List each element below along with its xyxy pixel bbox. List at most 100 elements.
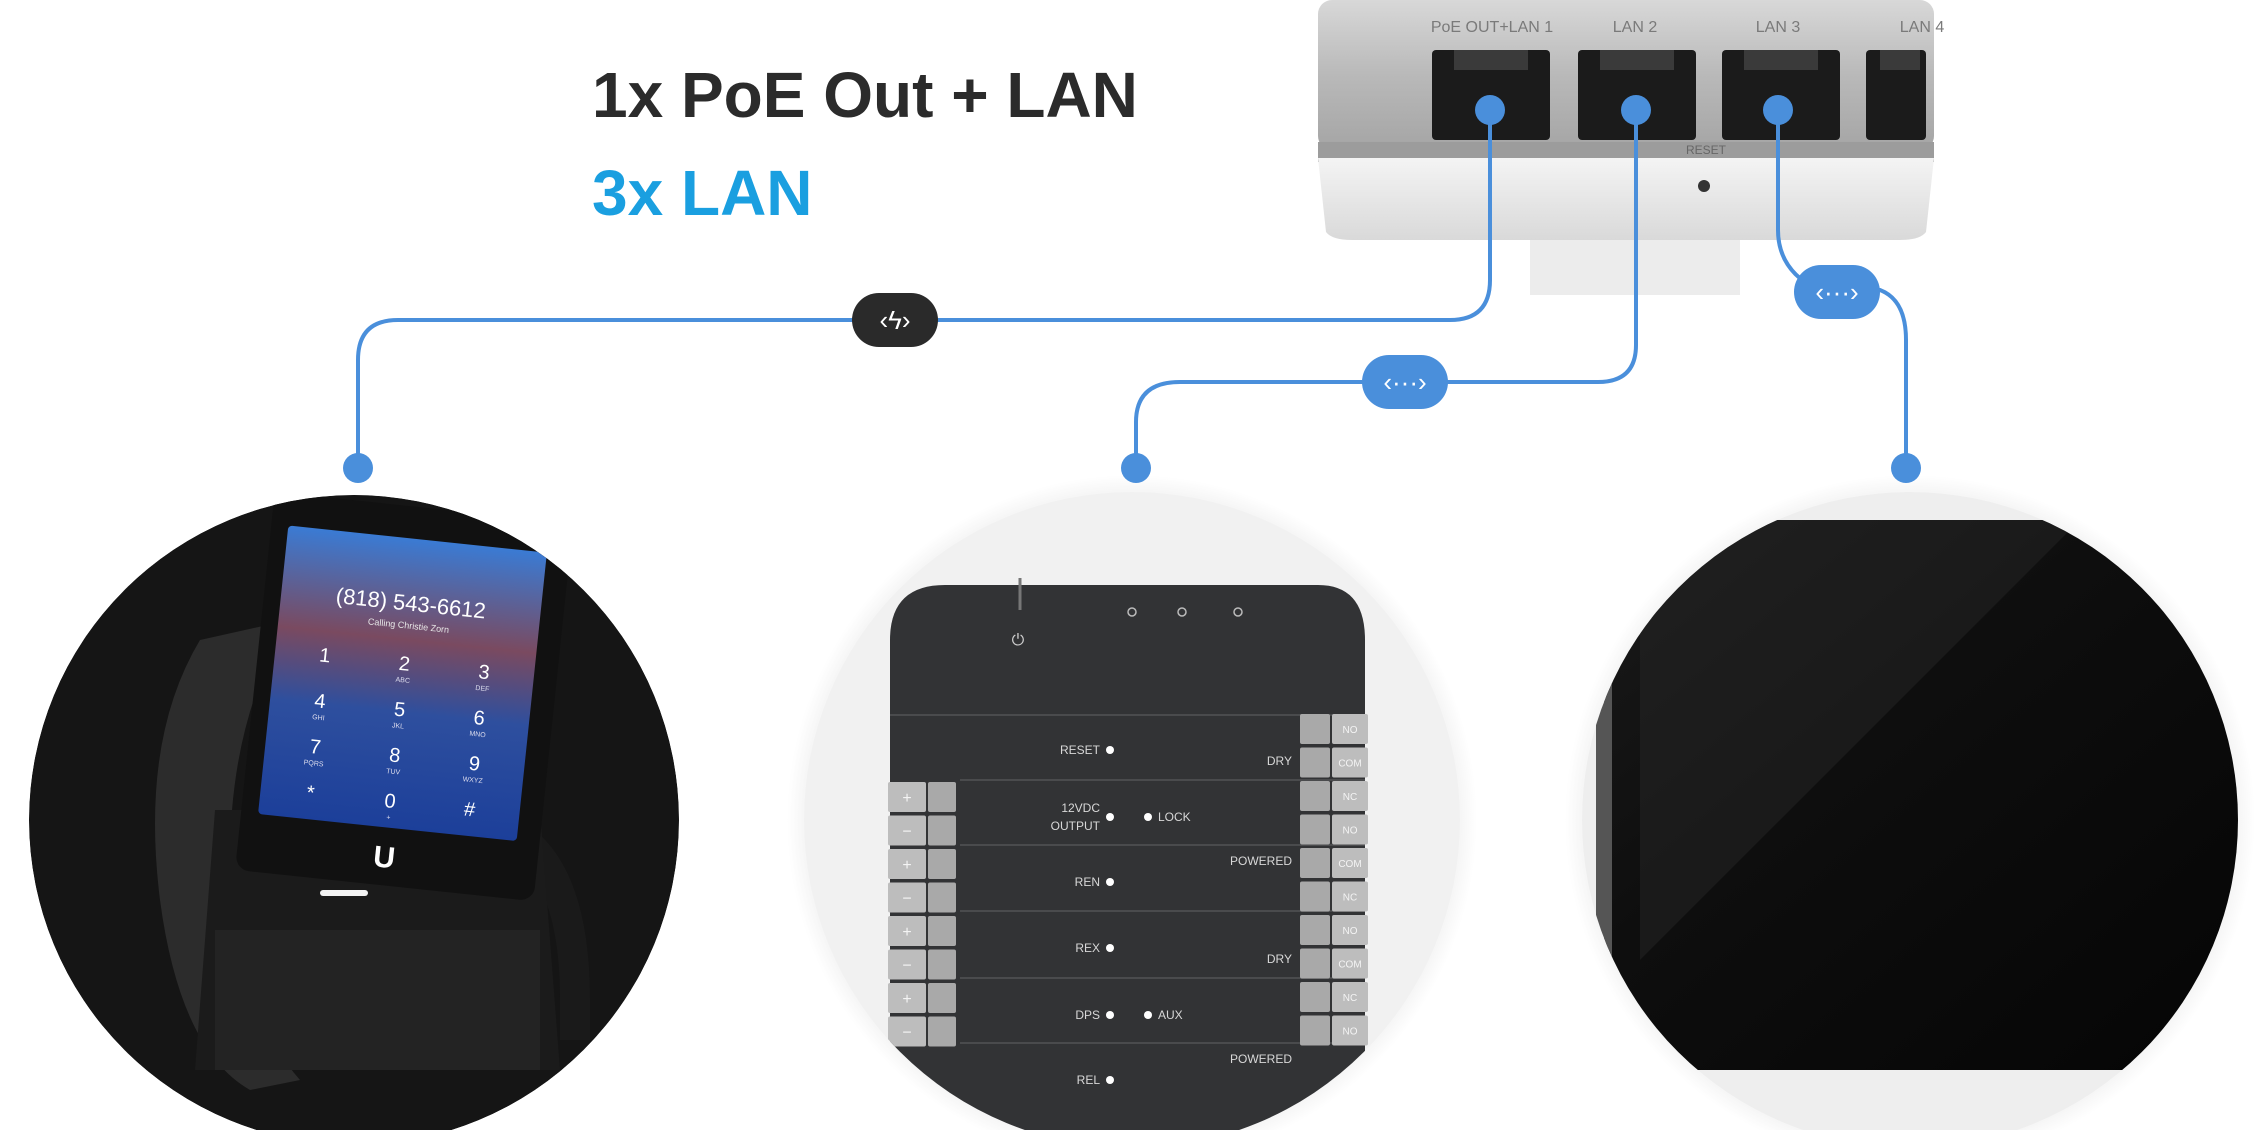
terminal-screw [1300, 1015, 1330, 1046]
keypad-subkey: DEF [475, 685, 490, 693]
terminal-block [1332, 982, 1368, 1012]
terminal-block [888, 782, 926, 812]
terminal-label: − [902, 958, 911, 975]
switch-port-3[interactable]: LAN 3 [1722, 19, 1840, 140]
terminal-block [888, 916, 926, 946]
keypad-subkey: JKL [392, 722, 405, 730]
keypad-key[interactable]: 1 [318, 645, 331, 668]
keypad-key[interactable]: 0 [383, 790, 396, 813]
terminal-block [1332, 781, 1368, 811]
port-label-1: PoE OUT+LAN 1 [1431, 19, 1553, 36]
svg-text:‹···›: ‹···› [1815, 277, 1858, 307]
keypad-subkey: WXYZ [462, 776, 484, 785]
keypad-subkey: GHI [312, 714, 325, 722]
phone-led [320, 890, 368, 896]
controller-mid-label: LOCK [1158, 810, 1191, 824]
terminal-block [1332, 747, 1368, 778]
status-led-2 [1177, 607, 1187, 617]
controller-right-label: POWERED [1230, 854, 1292, 868]
port-2-dot [1621, 95, 1651, 125]
power-icon: ⏻ [1012, 632, 1025, 649]
keypad-subkey: ABC [395, 677, 410, 685]
controller-left-label: OUTPUT [1051, 819, 1101, 833]
poe-link-icon: ‹ϟ› [852, 293, 938, 347]
keypad-key[interactable]: 4 [313, 690, 326, 713]
terminal-screw [1300, 781, 1330, 811]
terminal-screw [928, 882, 956, 913]
terminal-screw [1300, 747, 1330, 778]
tv-dot [1891, 453, 1921, 483]
terminal-block [888, 815, 926, 846]
terminal-label: − [902, 1025, 911, 1042]
controller-panel [890, 585, 1365, 1130]
controller-left-label: REN [1075, 875, 1100, 889]
terminal-label: + [902, 857, 911, 874]
controller-right-label: DRY [1267, 952, 1292, 966]
switch-port-1[interactable]: PoE OUT+LAN 1 [1431, 19, 1553, 140]
terminal-label: − [902, 891, 911, 908]
switch-port-2[interactable]: LAN 2 [1578, 19, 1696, 140]
port-label-2: LAN 2 [1613, 19, 1658, 36]
controller-scene: ⏻ RESET12VDCOUTPUTRENREXDPSRELLOCKAUXDRY… [804, 492, 1460, 1130]
terminal-screw [928, 983, 956, 1013]
terminal-screw [1300, 881, 1330, 912]
terminal-block [1332, 714, 1368, 744]
reset-label: RESET [1686, 143, 1727, 157]
poe-headline: 1x PoE Out + LAN [592, 59, 1138, 131]
controller-left-label: 12VDC [1061, 801, 1100, 815]
terminal-screw [1300, 814, 1330, 845]
terminal-screw [928, 815, 956, 846]
terminal-dot [1106, 878, 1114, 886]
terminal-dot [1144, 813, 1152, 821]
terminal-label: COM [1338, 859, 1361, 870]
terminal-label: NC [1343, 792, 1357, 803]
terminal-block [888, 1016, 926, 1047]
port-label-3: LAN 3 [1756, 19, 1801, 36]
terminal-screw [1300, 714, 1330, 744]
keypad-key[interactable]: 5 [393, 699, 406, 722]
controller-mid-label: AUX [1158, 1008, 1183, 1022]
terminal-screw [928, 916, 956, 946]
keypad-key[interactable]: * [305, 782, 315, 805]
terminal-screw [928, 782, 956, 812]
terminal-dot [1106, 746, 1114, 754]
keypad-key[interactable]: 6 [473, 707, 486, 730]
keypad-key[interactable]: 7 [309, 736, 322, 759]
reset-pinhole [1698, 180, 1710, 192]
tv-stand [1590, 1070, 1618, 1112]
controller-left-label: RESET [1060, 743, 1101, 757]
keypad-key[interactable]: 8 [388, 744, 401, 767]
keypad-subkey: TUV [386, 768, 401, 776]
terminal-screw [1300, 982, 1330, 1012]
controller-left-label: REX [1075, 941, 1100, 955]
controller-right-label: POWERED [1230, 1052, 1292, 1066]
terminal-label: COM [1338, 960, 1361, 971]
switch-port-4[interactable]: LAN 4 [1866, 19, 1944, 140]
terminal-dot [1106, 1076, 1114, 1084]
terminal-label: + [902, 991, 911, 1008]
terminal-label: COM [1338, 759, 1361, 770]
terminal-label: NO [1343, 926, 1358, 937]
keypad-key[interactable]: 9 [468, 753, 481, 776]
terminal-dot [1106, 813, 1114, 821]
terminal-block [1332, 881, 1368, 912]
keypad-subkey: MNO [469, 731, 487, 740]
lan-link-icon: ‹···› [1362, 355, 1448, 409]
terminal-block [888, 983, 926, 1013]
terminal-label: NO [1343, 826, 1358, 837]
port-1-dot [1475, 95, 1505, 125]
keypad-key[interactable]: 3 [477, 661, 490, 684]
switch-base [1318, 158, 1934, 240]
terminal-screw [1300, 848, 1330, 878]
terminal-dot [1144, 1011, 1152, 1019]
port-3-dot [1763, 95, 1793, 125]
terminal-screw [928, 949, 956, 980]
terminal-block [888, 882, 926, 913]
keypad-key[interactable]: # [463, 798, 477, 821]
switch-device: RESET PoE OUT+LAN 1 LAN 2 LAN 3 LAN 4 [1318, 0, 1944, 295]
svg-text:‹···›: ‹···› [1383, 367, 1426, 397]
terminal-block [888, 949, 926, 980]
keypad-key[interactable]: 2 [398, 653, 411, 676]
port-label-4: LAN 4 [1900, 19, 1945, 36]
controller-rows: RESET12VDCOUTPUTRENREXDPSRELLOCKAUXDRYPO… [888, 714, 1368, 1087]
